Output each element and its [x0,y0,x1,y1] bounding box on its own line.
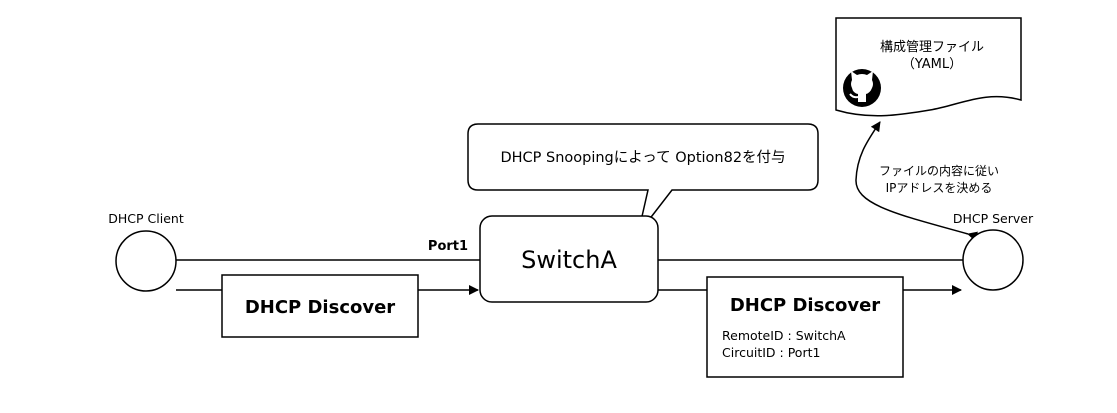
dhcp-client-node [115,230,177,292]
document-subtitle: （YAML） [902,57,962,72]
config-lookup-arrow [855,121,979,242]
discover-title-left: DHCP Discover [245,297,395,318]
snooping-callout: DHCP Snoopingによって Option82を付与 [467,123,819,235]
yaml-config-document: 構成管理ファイル （YAML） [835,17,1022,117]
callout-text: DHCP Snoopingによって Option82を付与 [500,149,785,166]
switch-a: SwitchA [479,215,659,303]
note-line-2: IPアドレスを決める [886,181,993,195]
discover-title-right: DHCP Discover [730,295,880,316]
circuit-id-line: CircuitID : Port1 [722,345,820,360]
switch-box [479,215,659,303]
discover-box-left [221,274,419,338]
remote-id-line: RemoteID : SwitchA [722,328,846,343]
discover-packet-with-option82: DHCP Discover RemoteID : SwitchA Circuit… [706,276,904,378]
discover-box-right [706,276,904,378]
callout-bubble [467,123,819,235]
port-label: Port1 [428,239,468,254]
document-title: 構成管理ファイル [880,40,984,55]
dhcp-server-node [962,229,1024,291]
note-line-1: ファイルの内容に従い [879,163,999,178]
switch-label: SwitchA [521,246,617,274]
document-shape [835,17,1022,117]
github-octocat-icon [843,69,881,107]
server-label: DHCP Server [953,211,1034,226]
client-label: DHCP Client [108,211,184,226]
discover-packet-original: DHCP Discover [221,274,419,338]
